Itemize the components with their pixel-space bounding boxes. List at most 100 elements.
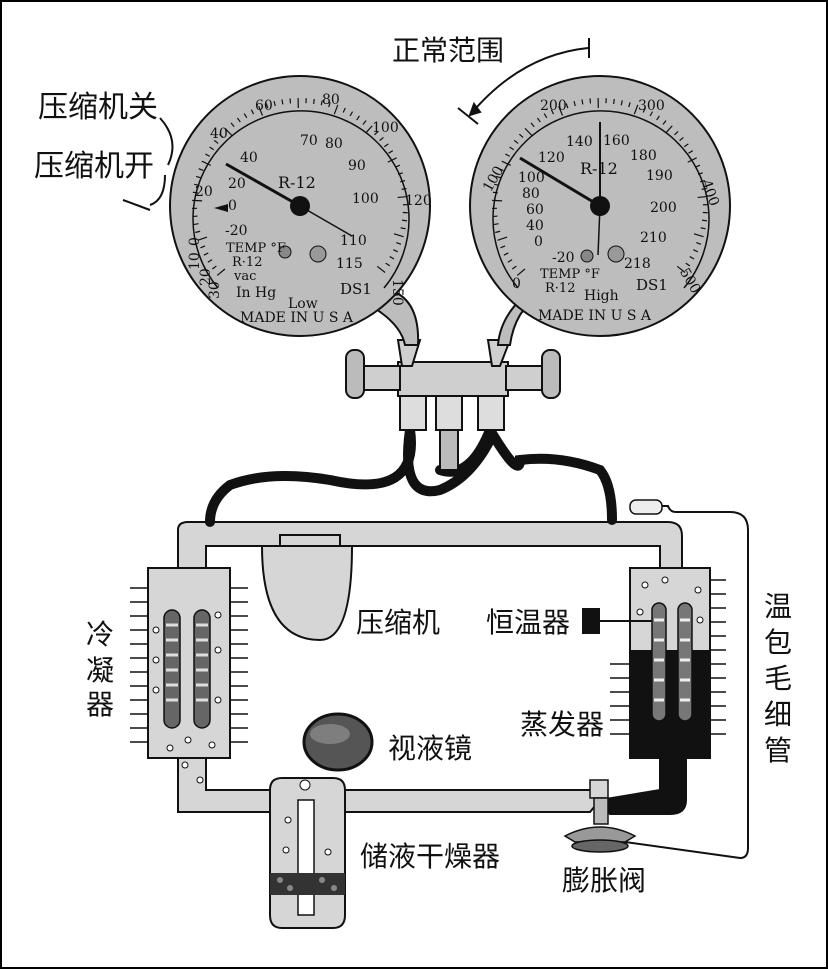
high-outer-tick: 200 [540,98,567,114]
dial-tick [701,187,707,190]
high-inner-tick: -20 [552,250,575,266]
dial-tick [536,117,541,123]
dial-tick [333,104,339,115]
label-sight-glass: 视液镜 [388,732,472,765]
low-outer-tick: 100 [372,120,399,136]
dial-tick [550,109,555,115]
dial-tick [216,268,226,276]
dial-tick [224,127,233,136]
dial-tick [676,265,686,273]
dial-tick [400,227,406,230]
thermostat-switch [582,608,600,634]
low-vac-tick: 20 [198,268,214,286]
low-inner-tick: 115 [336,256,363,272]
dial-tick [697,172,703,175]
dial-tick [700,227,706,230]
dial-tick [211,265,217,270]
low-temp-label: TEMP °F [226,241,286,256]
dial-tick [687,157,697,163]
dial-tick [509,146,515,151]
label-condenser-3: 器 [86,688,114,721]
receiver-drier [269,777,346,929]
low-outer-tick: 120 [405,193,432,209]
dial-tick [205,153,211,157]
dial-tick [281,99,284,105]
dial-tick [201,160,212,166]
dial-tick [383,143,389,148]
high-refrigerant: R·12 [545,281,575,296]
dial-tick [613,98,615,104]
label-evaporator: 蒸发器 [520,708,604,741]
low-inner-tick: 110 [340,233,367,249]
label-expansion-valve: 膨胀阀 [562,864,646,897]
dial-tick [236,117,241,123]
dial-tick [581,99,584,105]
dial-tick [495,230,501,234]
high-inner-tick: 190 [646,168,673,184]
dial-tick [511,265,517,270]
dial-tick [207,259,213,263]
dial-tick [192,199,203,202]
dial-tick [313,98,315,104]
normal-range-indicator [457,38,590,125]
dial-tick [497,236,508,241]
dial-tick [695,164,701,168]
high-inner-tick: 0 [534,234,543,250]
dial-tick [328,102,331,108]
low-inner-tick: -20 [225,223,248,239]
dial-tick [200,245,206,249]
dial-tick [349,111,354,117]
dial-tick [250,109,255,115]
dial-tick [697,195,708,199]
low-vac-tick: 30 [207,281,223,299]
dial-tick [195,230,201,234]
dial-tick [393,249,399,253]
high-inner-tick: 160 [603,133,630,149]
low-gauge-name: Low [288,296,318,312]
high-inner-tick: 100 [518,170,545,186]
high-inner-tick: 80 [522,186,540,202]
dial-tick [203,252,209,256]
high-inner-tick: 120 [538,150,565,166]
dial-tick [213,139,219,144]
dial-tick [198,168,204,171]
label-compressor-on: 压缩机开 [34,149,154,184]
high-inner-tick: 210 [640,230,667,246]
high-outer-tick: 0 [512,276,521,292]
dial-tick [356,115,360,121]
dial-tick [209,146,215,151]
dial-tick [501,160,512,166]
label-bulb-4: 细 [764,698,792,731]
high-inner-tick: 60 [526,202,544,218]
label-normal-range: 正常范围 [392,34,504,67]
dial-tick [379,136,384,142]
low-inner-tick: 20 [228,176,246,192]
label-bulb-2: 包 [764,626,792,659]
high-inner-tick: 218 [624,256,651,272]
dial-tick [397,172,403,175]
dial-tick [197,236,208,241]
dial-tick [633,104,639,115]
dial-tick [507,259,513,263]
high-side-valve-knob [541,349,561,399]
dial-tick [656,115,660,121]
low-outer-tick: 80 [322,92,340,108]
dial-tick [500,245,506,249]
dial-tick [376,265,386,273]
dial-tick [573,101,576,107]
dial-tick [683,143,689,148]
dial-tick [493,223,499,226]
dial-tick [243,113,248,119]
label-bulb-3: 毛 [764,662,792,695]
dial-tick [342,107,346,113]
dial-tick [689,256,695,260]
dial-tick [693,249,699,253]
low-inner-tick: 100 [352,191,379,207]
high-made-in: MADE IN U S A [538,308,652,324]
low-vac-label: vac [233,269,256,284]
dial-tick [679,136,684,142]
dial-tick [258,105,264,116]
compressor-state-arrows [122,117,174,211]
dial-tick [389,256,395,260]
dial-tick [701,219,708,222]
